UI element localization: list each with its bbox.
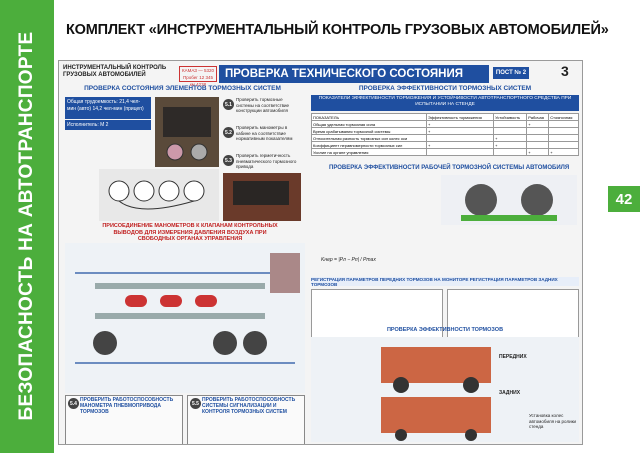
step-5-5-badge: 5.5 [190,398,201,409]
post-badge: ПОСТ № 2 [493,67,529,79]
cabin-photo [155,97,219,167]
table-row: Общая удельная тормозная сила++ [311,120,579,128]
executor-info: Исполнитель: М 2 [65,120,151,130]
table-row: Относительная разность тормозных сил кол… [311,134,579,142]
step-5-4-badge: 5.4 [68,398,79,409]
labor-info: Общая трудоемкость: 21,4 чел-мин (авто) … [65,97,151,119]
step-5-3-note: Проверить герметичность пневматического … [236,153,297,169]
poster-title: ПРОВЕРКА ТЕХНИЧЕСКОГО СОСТОЯНИЯ [219,65,489,83]
brake-system-diagram [65,243,305,393]
install-note: Установка колес автомобиля на ролики сте… [529,413,577,429]
check-manometer-title: ПРОВЕРИТЬ РАБОТОСПОСОБНОСТЬ МАНОМЕТРА ПН… [80,397,174,415]
brake-stand-diagram [441,175,577,225]
left-section-title: ПРОВЕРКА СОСТОЯНИЯ ЭЛЕМЕНТОВ ТОРМОЗНЫХ С… [84,85,281,92]
registration-bar: РЕГИСТРАЦИЯ ПАРАМЕТРОВ ПЕРЕДНИХ ТОРМОЗОВ… [311,277,579,287]
table-row: Время срабатывания тормозной системы+ [311,127,579,135]
check-signal-title: ПРОВЕРИТЬ РАБОТОСПОСОБНОСТЬ СИСТЕМЫ СИГН… [202,397,296,415]
step-5-3-badge: 5.3 [223,155,234,166]
brake-check-trucks [311,337,579,442]
step-5-1-note: Проверить тормозные системы на соответст… [236,97,290,113]
step-5-2-note: Проверить манометры в кабине на соответс… [236,125,293,141]
page-title: КОМПЛЕКТ «ИНСТРУМЕНТАЛЬНЫЙ КОНТРОЛЬ ГРУЗ… [66,22,609,38]
poster-header-left: ИНСТРУМЕНТАЛЬНЫЙ КОНТРОЛЬ ГРУЗОВЫХ АВТОМ… [63,65,167,78]
table-row: Коэффициент неравномерности тормозных си… [311,141,579,149]
front-brake-panel [311,289,443,344]
service-brake-check-title: ПРОВЕРКА ЭФФЕКТИВНОСТИ РАБОЧЕЙ ТОРМОЗНОЙ… [329,165,570,171]
right-section-title: ПРОВЕРКА ЭФФЕКТИВНОСТИ ТОРМОЗНЫХ СИСТЕМ [358,85,532,92]
poster-number: 3 [561,63,569,79]
vehicle-badge: КАМАЗ — 5320 Пробег 12 345 км 4238 [179,66,217,87]
brake-check-title: ПРОВЕРКА ЭФФЕКТИВНОСТИ ТОРМОЗОВ [386,327,504,333]
truck-cab-photo [223,173,301,221]
check-manometer-box: 5.4 ПРОВЕРИТЬ РАБОТОСПОСОБНОСТЬ МАНОМЕТР… [65,395,183,444]
side-banner: БЕЗОПАСНОСТЬ НА АВТОТРАНСПОРТЕ [0,0,54,453]
manometer-set [99,169,219,221]
page-number: 42 [608,186,640,212]
manometer-connection-title: ПРИСОЕДИНЕНИЕ МАНОМЕТРОВ К КЛАПАНАМ КОНТ… [102,223,278,242]
poster: ИНСТРУМЕНТАЛЬНЫЙ КОНТРОЛЬ ГРУЗОВЫХ АВТОМ… [58,60,583,445]
table-row: Усилие на органе управления++ [311,148,579,156]
rear-label: ЗАДНИХ [499,390,521,396]
rear-brake-panel [447,289,579,344]
check-signal-box: 5.5 ПРОВЕРИТЬ РАБОТОСПОСОБНОСТЬ СИСТЕМЫ … [187,395,305,444]
side-banner-text: БЕЗОПАСНОСТЬ НА АВТОТРАНСПОРТЕ [16,31,37,421]
step-5-1-badge: 5.1 [223,99,234,110]
efficiency-table-header: ПОКАЗАТЕЛИ ЭФФЕКТИВНОСТИ ТОРМОЖЕНИЯ И УС… [311,95,579,111]
step-5-2-badge: 5.2 [223,127,234,138]
unevenness-formula: Kнер = |Pл − Pп| / Pmax [321,257,376,263]
front-label: ПЕРЕДНИХ [499,354,527,360]
